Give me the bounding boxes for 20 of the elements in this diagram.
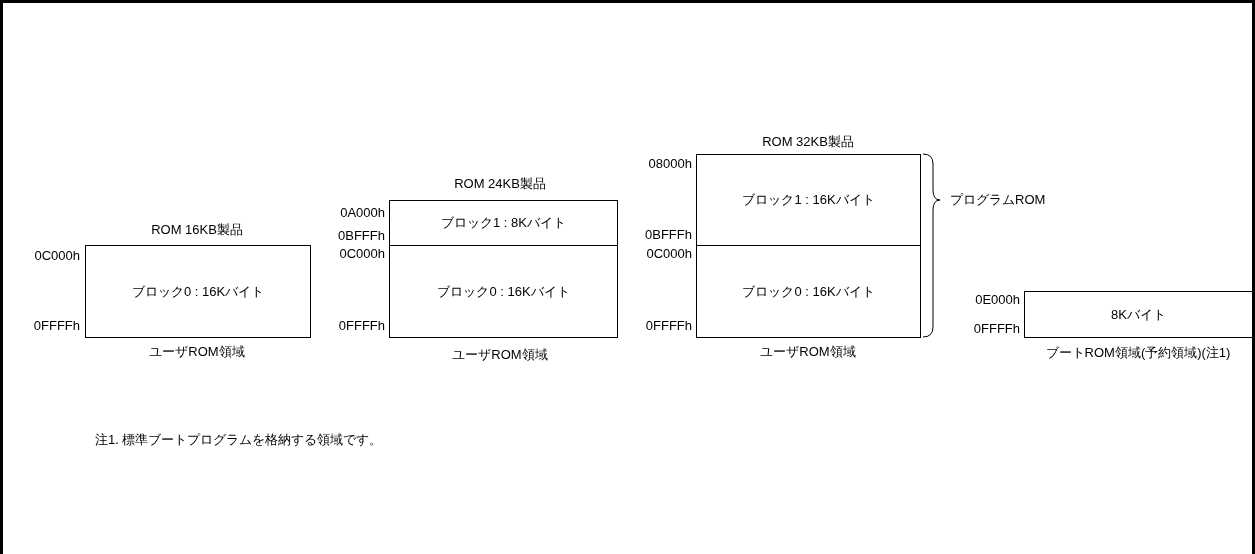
address-label: 0FFFFh: [33, 318, 80, 334]
address-label: 0E000h: [975, 292, 1020, 308]
memory-block: ブロック0 : 16Kバイト: [389, 245, 618, 338]
memory-block: ブロック0 : 16Kバイト: [85, 245, 311, 338]
address-label: 0C000h: [34, 248, 80, 264]
memory-block: ブロック1 : 16Kバイト: [696, 154, 921, 246]
address-label: 0BFFFh: [645, 227, 692, 243]
memory-block: ブロック0 : 16Kバイト: [696, 245, 921, 338]
address-label: 0FFFFh: [338, 318, 385, 334]
address-label: 0FFFFh: [645, 318, 692, 334]
address-label: 0FFFFh: [973, 321, 1020, 337]
address-label: 0C000h: [646, 246, 692, 262]
address-label: 0BFFFh: [338, 228, 385, 244]
address-label: 0C000h: [339, 246, 385, 262]
address-label: 08000h: [648, 156, 692, 172]
memory-block: 8Kバイト: [1024, 291, 1253, 338]
memory-block: ブロック1 : 8Kバイト: [389, 200, 618, 246]
footnote: 注1. 標準ブートプログラムを格納する領域です。: [95, 432, 383, 448]
brace-label: プログラムROM: [950, 192, 1046, 208]
address-label: 0A000h: [340, 205, 385, 221]
